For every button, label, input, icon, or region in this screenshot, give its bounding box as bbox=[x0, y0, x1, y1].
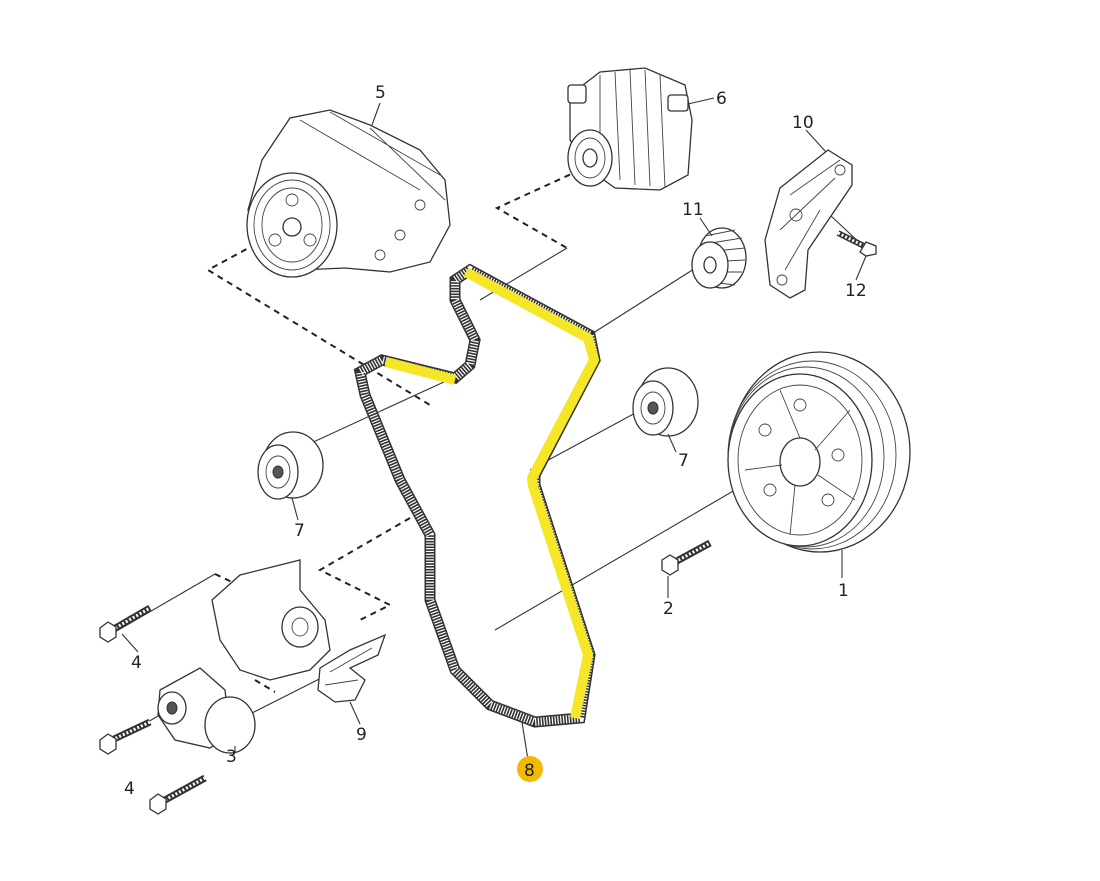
belt-highlight-top bbox=[384, 357, 457, 385]
belt-highlight bbox=[463, 267, 599, 720]
crankshaft-pulley-icon bbox=[727, 351, 911, 553]
bolt-icon bbox=[149, 774, 207, 815]
part-label-6: 6 bbox=[716, 89, 727, 109]
part-label-12: 12 bbox=[845, 281, 867, 301]
part-label-1: 1 bbox=[838, 581, 849, 601]
idler-pulley-icon bbox=[691, 227, 747, 289]
part-label-11: 10 bbox=[792, 113, 814, 133]
idler-pulley-icon bbox=[257, 431, 324, 500]
bolt-icon bbox=[99, 718, 152, 755]
bracket-icon bbox=[764, 149, 853, 299]
part-label-7-left: 7 bbox=[294, 521, 305, 541]
alternator-icon bbox=[567, 67, 693, 191]
part-label-3: 3 bbox=[226, 747, 237, 767]
bracket-icon bbox=[317, 633, 387, 703]
idler-pulley-icon bbox=[632, 367, 699, 437]
belt-tensioner-icon bbox=[157, 559, 331, 754]
part-badge-8[interactable]: 8 bbox=[517, 756, 543, 782]
drive-belt-icon bbox=[353, 263, 601, 728]
bolt-icon bbox=[661, 539, 712, 576]
part-label-9: 9 bbox=[356, 725, 367, 745]
water-pump-icon bbox=[246, 109, 451, 278]
part-label-8: 8 bbox=[524, 761, 535, 781]
part-label-4-upper: 4 bbox=[131, 653, 142, 673]
part-label-4-lower: 4 bbox=[124, 779, 135, 799]
part-label-10: 11 bbox=[682, 200, 704, 220]
part-label-7-right: 7 bbox=[678, 451, 689, 471]
label-leaders bbox=[121, 97, 867, 761]
part-label-5: 5 bbox=[375, 83, 386, 103]
bolt-icon bbox=[99, 604, 152, 643]
part-label-2: 2 bbox=[663, 599, 674, 619]
bolt-icon bbox=[836, 230, 877, 257]
